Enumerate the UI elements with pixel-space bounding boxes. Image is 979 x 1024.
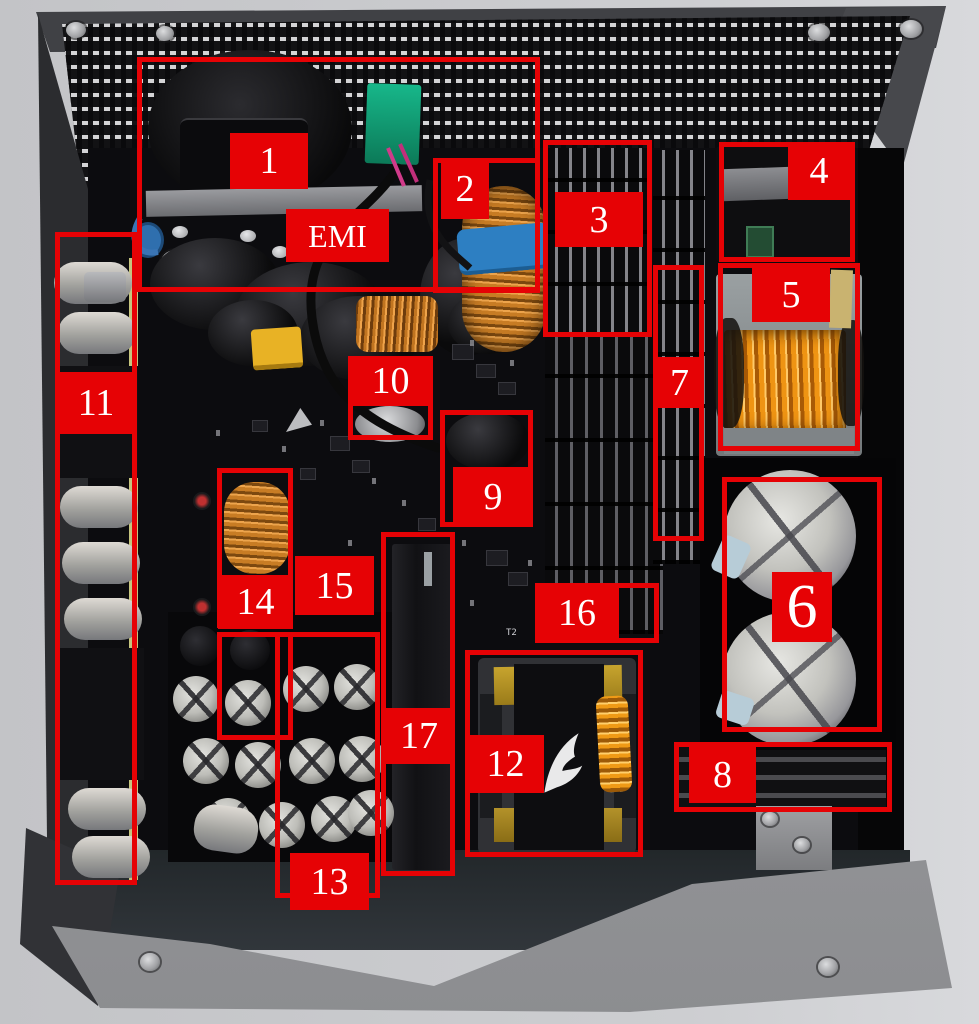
capacitor-red-mark [193,492,211,510]
electrolytic-capacitor [334,664,380,710]
modular-capacitor [60,486,138,528]
modular-capacitor [58,312,136,354]
smd-ic [508,572,528,586]
flange-screw [140,953,160,971]
daughterboard-pin [424,552,432,586]
flange-screw [818,958,838,976]
smd-ic [452,344,474,360]
solder-joint [272,246,288,258]
annotation-label-5: 5 [752,267,830,322]
electrolytic-capacitor [289,738,335,784]
modular-connector [60,648,144,780]
bracket-screw [762,812,778,826]
electrolytic-capacitor [235,742,281,788]
x2-capacitor-box9 [446,412,530,470]
annotation-outline-8 [674,742,892,812]
annotation-label-17: 17 [385,708,453,764]
annotation-outline-17 [381,532,455,876]
annotation-outline-14-1 [217,632,293,740]
annotation-label-14: 14 [218,575,293,629]
case-screw [900,20,922,38]
silkscreen-t2: T2 [506,628,517,638]
annotation-label-2: 2 [441,158,489,219]
solder-joint [172,226,188,238]
annotation-label-3: 3 [555,192,643,247]
annotation-label-13: 13 [290,853,369,910]
smd-ic [352,460,370,473]
capacitor-red-mark [193,598,211,616]
bracket-screw [794,838,810,852]
smd-ic [476,364,496,378]
annotation-label-4: 4 [788,142,850,200]
case-screw [66,22,86,38]
smd-ic [300,468,316,480]
annotation-outline-4 [719,142,855,262]
modular-capacitor [62,542,140,584]
solder-joint [240,230,256,242]
vrm-daughterboard [392,544,452,870]
annotation-label-8: 8 [689,747,756,803]
smd-ic [498,382,516,395]
annotation-label-16: 16 [535,583,619,643]
capacitor-dark [180,626,220,666]
electrolytic-capacitor [225,680,271,726]
electrolytic-capacitor [173,676,219,722]
llc-transformer-winding [724,330,846,434]
hex-standoff [84,272,126,302]
buck-coil-upper [224,482,290,574]
case-screw [808,24,830,41]
annotation-outline-11 [55,232,137,885]
modular-capacitor [72,836,150,878]
annotation-label-6: 6 [772,572,832,642]
smd-ic [418,518,436,531]
smd-ic [486,550,508,566]
electrolytic-capacitor [348,790,394,836]
annotation-label-12: 12 [467,735,544,793]
annotation-label-9: 9 [453,467,533,527]
smd-ic [252,420,268,432]
corsair-sails-logo [544,733,583,793]
annotation-label-10: 10 [348,356,433,406]
annotation-label-15: 15 [295,556,374,615]
modular-capacitor [64,598,142,640]
annotation-label-7: 7 [655,357,704,408]
electrolytic-capacitor [183,738,229,784]
annotation-label-emi: EMI [286,209,389,262]
electrolytic-capacitor [259,802,305,848]
annotation-label-11: 11 [58,372,134,434]
annotation-outline-6 [722,477,882,732]
case-screw [156,26,174,41]
annotation-outline-3 [543,140,652,337]
annotation-label-1: 1 [230,133,308,189]
annotation-outline-5 [718,263,860,451]
